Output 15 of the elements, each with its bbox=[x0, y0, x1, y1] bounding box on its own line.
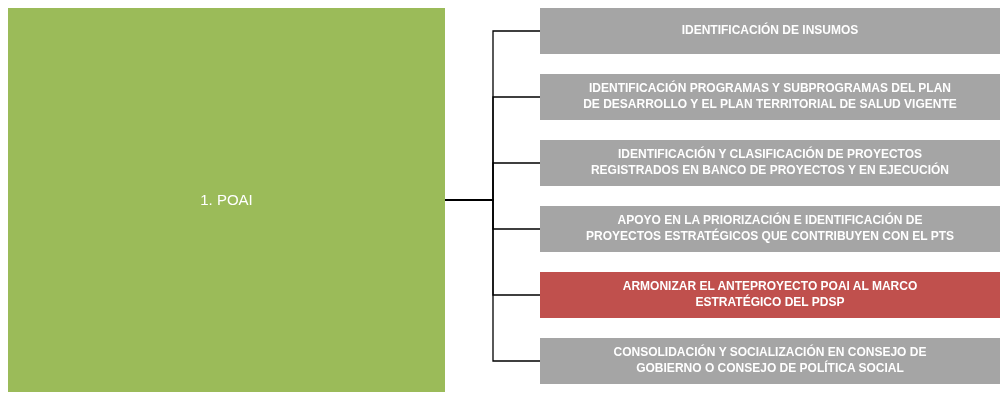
task-label: IDENTIFICACIÓN PROGRAMAS Y SUBPROGRAMAS DEL PLAN DE DESARROLLO Y EL PLAN TERRITORIAL DE SALUD VIGENTE bbox=[582, 81, 958, 113]
task-box bbox=[540, 140, 1000, 186]
task-box bbox=[540, 338, 1000, 384]
task-box bbox=[540, 206, 1000, 252]
main-box bbox=[8, 8, 445, 392]
main-label: 1. POAI bbox=[200, 190, 253, 210]
connector-line bbox=[444, 199, 541, 362]
task-label: IDENTIFICACIÓN DE INSUMOS bbox=[681, 23, 859, 39]
task-box bbox=[540, 272, 1000, 318]
task-label: IDENTIFICACIÓN Y CLASIFICACIÓN DE PROYECTOS REGISTRADOS EN BANCO DE PROYECTOS Y EN EJECUCIÓN bbox=[589, 147, 951, 179]
task-label: ARMONIZAR EL ANTEPROYECTO POAI AL MARCO ESTRATÉGICO DEL PDSP bbox=[621, 279, 919, 311]
task-box bbox=[540, 8, 1000, 54]
task-label: CONSOLIDACIÓN Y SOCIALIZACIÓN EN CONSEJO DE GOBIERNO O CONSEJO DE POLÍTICA SOCIAL bbox=[612, 345, 928, 377]
task-label: APOYO EN LA PRIORIZACIÓN E IDENTIFICACIÓN DE PROYECTOS ESTRATÉGICOS QUE CONTRIBUYEN CON EL PTS bbox=[584, 213, 955, 245]
task-box bbox=[540, 74, 1000, 120]
